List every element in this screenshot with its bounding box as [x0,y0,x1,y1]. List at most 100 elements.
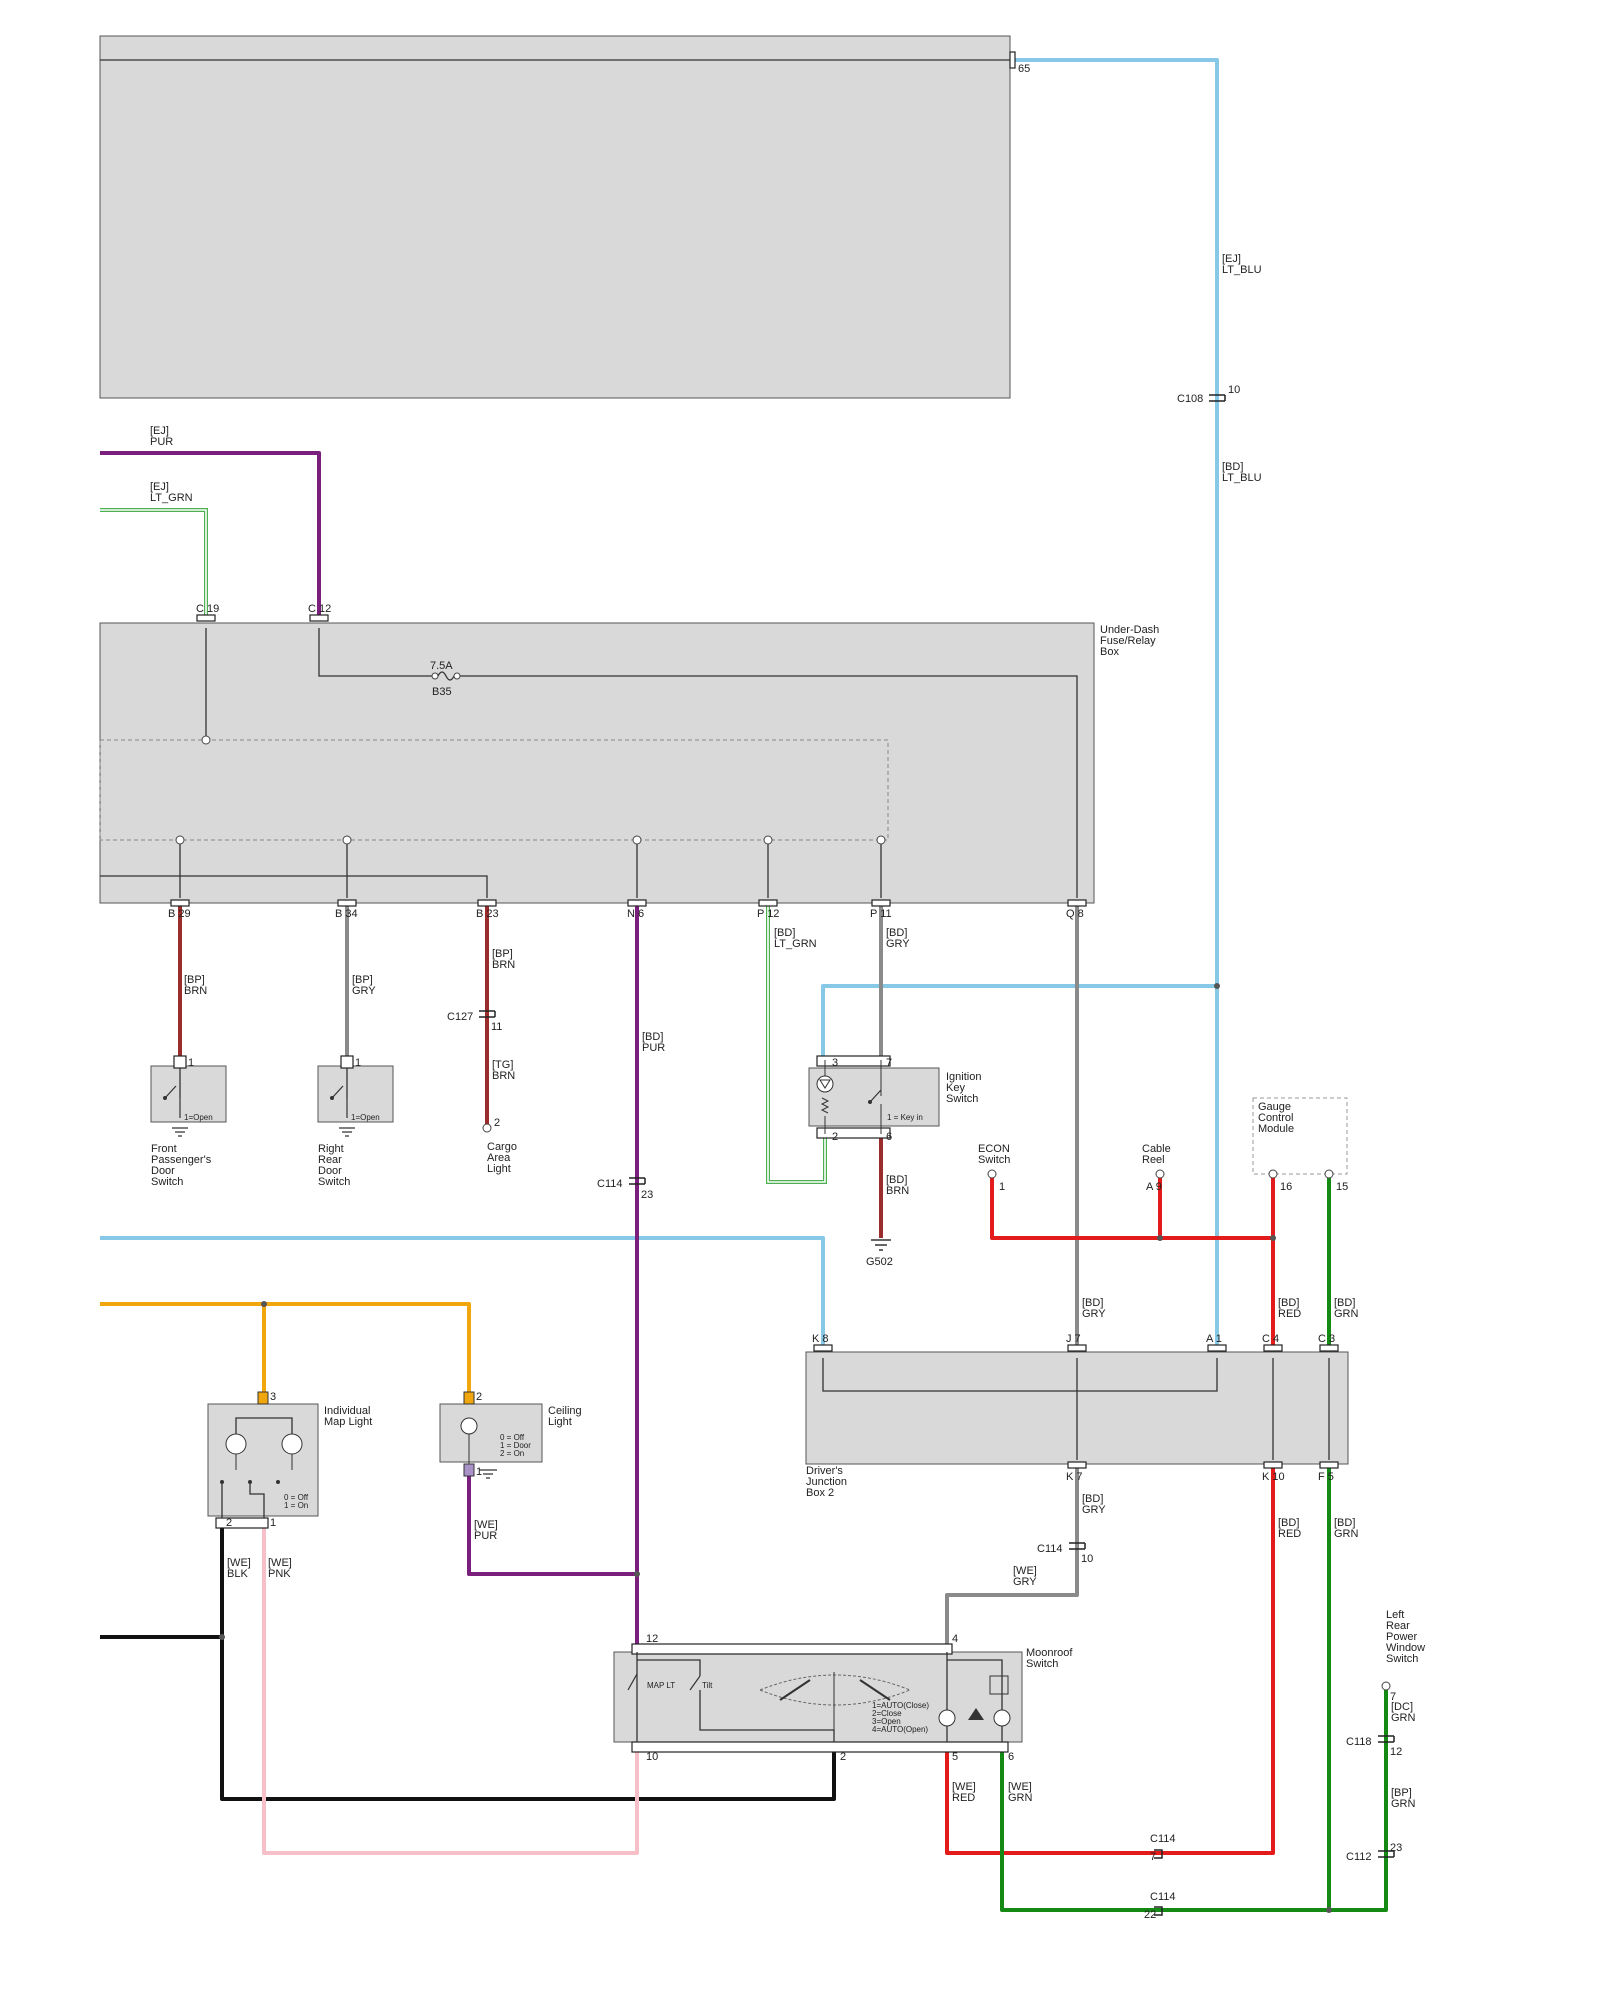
connector-c114a-name: C114 [597,1178,622,1190]
pin-p_k7: K 7 [1066,1471,1083,1483]
wire-label-w5: [BP]BRN [184,974,207,997]
wire-blk-loop [220,1528,836,1801]
fuse-b35 [431,671,461,681]
econ-switch-terminal [987,1169,997,1179]
pin-p_cr9: A 9 [1146,1181,1162,1193]
wire-red-econ [990,1178,1273,1240]
wire-label-w13: [BD]GRY [1082,1297,1106,1320]
door-state-front: 1=Open [184,1113,213,1122]
wire-label-w8: [TG]BRN [492,1059,515,1082]
connector-c114d-pin: 22 [1144,1909,1156,1921]
pin-p_k10: K 10 [1262,1471,1285,1483]
connector-c112-pin: 23 [1390,1842,1402,1854]
connector-c114b-pin: 10 [1081,1553,1093,1565]
wire-lt-grn-p12-inner [767,905,826,1183]
pin-p_j7: J 7 [1066,1333,1081,1345]
wire-orn-main [100,1302,471,1394]
wire-label-w26: [BP]GRN [1391,1787,1416,1810]
pin-p_ig7: 7 [886,1057,892,1069]
pin-p_c3: C 3 [1318,1333,1335,1345]
b23-internal [100,875,488,898]
right-rear-door-switch [317,1055,394,1137]
pin-p_ml2: 2 [226,1517,232,1529]
pin-p_mr10: 10 [646,1751,658,1763]
connector-pins [170,51,1339,1469]
fuse-circuit-line [318,628,435,677]
top-module-box [99,35,1011,399]
wire-gry-k7 [945,1466,1079,1644]
wire-label-w1: [EJ]LT_BLU [1222,253,1262,276]
wire-label-w2: [BD]LT_BLU [1222,461,1262,484]
pin-p_c4: C 4 [1262,1333,1279,1345]
connector-c114c-pin: 7 [1150,1851,1156,1863]
connector-c112-name: C112 [1346,1851,1371,1863]
connector-c108-pin: 10 [1228,384,1240,396]
door-state-rear: 1=Open [351,1113,380,1122]
connector-c118-pin: 12 [1390,1746,1402,1758]
wire-red-k10 [945,1466,1275,1855]
pin-p_f5: F 5 [1318,1471,1334,1483]
splice-dots [219,983,1332,1913]
pin-p_ig6: 6 [886,1131,892,1143]
individual-map-light [207,1391,319,1529]
cable-reel-terminal [1155,1169,1165,1179]
pin-p_c19: C 19 [196,603,219,615]
label-map-lt: MAP LT [647,1681,675,1690]
pin-p_g16: 16 [1280,1181,1292,1193]
wire-lt-blu-main [1014,58,1219,1350]
label-ground: G502 [866,1256,893,1268]
ground-g502-symbol [871,1239,891,1251]
label-tilt: Tilt [702,1681,713,1690]
pin-p_mr12: 12 [646,1633,658,1645]
pin-p_ec1: 1 [999,1181,1005,1193]
connector-c114b-name: C114 [1037,1543,1062,1555]
pin-p_cl1: 1 [476,1466,482,1478]
under-dash-inner-dashed [99,739,889,841]
wire-lt-blu-ignition [821,984,1217,1064]
wire-label-w12: [BD]BRN [886,1174,909,1197]
wire-label-w7: [BP]BRN [492,948,515,971]
pin-p_ig3: 3 [832,1057,838,1069]
cargo-area-light-terminal [482,1123,492,1133]
wire-lt-grn-c19-inner [100,509,207,620]
wire-pur-c12 [100,451,321,620]
pin-p_b29: B 29 [168,908,191,920]
pin-p_g15: 15 [1336,1181,1348,1193]
wire-label-w21: [WE]BLK [227,1557,251,1580]
djb-internal-k8-a1 [822,1358,1218,1392]
moonroof-switch [613,1643,1023,1753]
wire-label-w6: [BP]GRY [352,974,376,997]
wire-label-w23: [WE]RED [952,1781,976,1804]
wire-label-w9: [BD]PUR [642,1031,665,1054]
label-fuse-rating: 7.5A [430,660,453,672]
pin-p_n6: N 6 [627,908,644,920]
pin-p_top65: 65 [1018,63,1030,75]
pin-p_mr6: 6 [1008,1751,1014,1763]
connector-c114d-name: C114 [1150,1891,1175,1903]
wire-lt-blu-k8 [100,1236,825,1350]
wire-label-w19: [WE]GRY [1013,1565,1037,1588]
wire-label-w25: [DC]GRN [1391,1701,1416,1724]
pin-p_q8: Q 8 [1066,908,1084,920]
connector-c114c-name: C114 [1150,1833,1175,1845]
pin-p_k8: K 8 [812,1333,829,1345]
wire-label-w14: [BD]RED [1278,1297,1301,1320]
wire-label-w20: [WE]PUR [474,1519,498,1542]
connector-c114a-pin: 23 [641,1189,653,1201]
pin-p_rd1: 1 [355,1057,361,1069]
